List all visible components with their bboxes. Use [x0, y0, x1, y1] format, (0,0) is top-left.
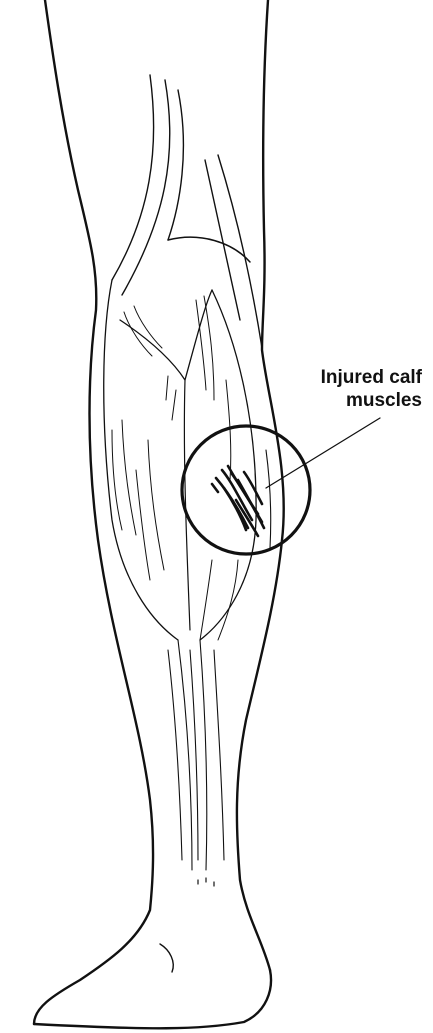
injury-callout-label: Injured calf muscles — [262, 366, 422, 412]
tendon-line — [168, 90, 183, 240]
heel-outline — [34, 970, 271, 1028]
circle-muscle-line — [266, 450, 271, 548]
injury-highlight-circle — [182, 426, 310, 554]
achilles-line — [168, 650, 182, 860]
tendon-line — [112, 75, 154, 280]
calf-muscle-medial — [104, 280, 178, 640]
achilles-dots — [198, 878, 214, 886]
muscle-striation — [196, 300, 206, 390]
popliteal-curve — [168, 237, 250, 262]
calf-muscle-divide — [120, 290, 212, 380]
achilles-line — [178, 640, 192, 870]
muscle-striation — [148, 440, 164, 570]
leg-outline-right — [237, 0, 284, 970]
callout-label-line-2: muscles — [262, 389, 422, 412]
callout-label-line-1: Injured calf — [262, 366, 422, 389]
achilles-line — [214, 650, 224, 860]
muscle-striation — [112, 430, 122, 530]
muscle-striation — [172, 390, 176, 420]
tendon-line — [122, 80, 170, 295]
leg-outline-left — [34, 0, 153, 1024]
muscle-striation — [134, 306, 162, 348]
muscle-striation — [122, 420, 136, 535]
muscle-striation — [136, 470, 150, 580]
muscle-striation — [166, 376, 168, 400]
foot-crease — [160, 944, 173, 972]
muscle-striation — [124, 312, 152, 356]
achilles-line — [200, 640, 207, 870]
callout-leader-line — [266, 418, 380, 488]
muscle-striation — [200, 560, 212, 640]
